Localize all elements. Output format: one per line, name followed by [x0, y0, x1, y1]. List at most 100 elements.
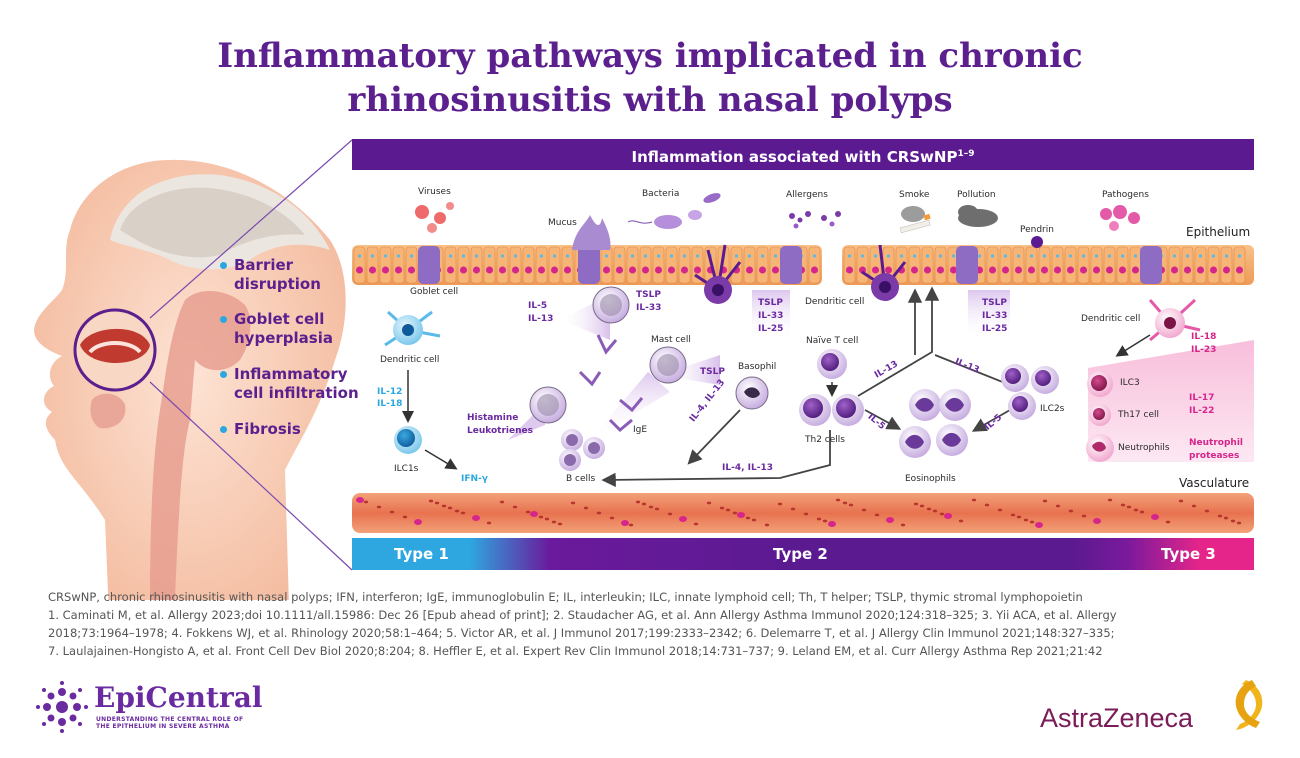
epithelial-nucleus [885, 266, 892, 274]
label-tslp: TSLP [636, 290, 661, 300]
ilc1-cell [394, 426, 422, 454]
label-neutrophils: Neutrophils [1118, 443, 1170, 453]
epithelial-granule [500, 254, 505, 258]
epithelial-cell [509, 246, 522, 284]
blood-cell [538, 515, 544, 519]
epithelial-nucleus [382, 266, 389, 274]
blood-cell [919, 504, 925, 508]
inflammation-banner: Inflammation associated with CRSwNP1–9 [352, 139, 1254, 170]
epithelial-cell [1038, 246, 1051, 284]
epithelial-granule [1081, 254, 1086, 258]
footnote-references-1: 1. Caminati M, et al. Allergy 2023;doi 1… [48, 608, 1117, 622]
epithelial-granule [847, 254, 852, 258]
blood-cell [861, 508, 867, 512]
epithelial-nucleus [512, 266, 519, 274]
blood-cell [1029, 520, 1035, 524]
label-ige: IgE [633, 425, 648, 435]
epithelial-granule [860, 254, 865, 258]
bullet-dot [220, 316, 227, 323]
label-dendritic-mid: Dendritic cell [805, 297, 865, 307]
epithelial-cell [483, 246, 496, 284]
label-il4-il13-horiz: IL-4, IL-13 [722, 463, 773, 473]
epithelial-nucleus [473, 266, 480, 274]
blood-cell [441, 504, 447, 508]
epithelial-cell [1194, 246, 1207, 284]
b-cells [559, 429, 605, 471]
blood-cell [1133, 508, 1139, 512]
epithelial-nucleus [1210, 266, 1217, 274]
tslp-cone-mid [752, 290, 790, 340]
blood-cell [472, 515, 480, 521]
epithelial-nucleus [1054, 266, 1061, 274]
epithelial-granule [912, 254, 917, 258]
epithelial-cell [934, 246, 947, 284]
epicentral-tagline-1: UNDERSTANDING THE CENTRAL ROLE OF [96, 716, 244, 723]
epithelial-nucleus [642, 266, 649, 274]
epithelial-cell [626, 246, 639, 284]
blood-cell [1165, 520, 1171, 524]
blood-cell [363, 500, 369, 504]
epithelial-cell [548, 246, 561, 284]
label-bacteria: Bacteria [642, 189, 680, 199]
bullet-dot [220, 262, 227, 269]
epithelial-nucleus [1067, 266, 1074, 274]
banner-text: Inflammation associated with CRSwNP [631, 148, 958, 166]
th2-cells [799, 394, 864, 426]
epithelial-nucleus [1132, 266, 1139, 274]
epithelial-nucleus [447, 266, 454, 274]
label-th2-cells: Th2 cells [805, 435, 845, 445]
epithelial-nucleus [525, 266, 532, 274]
label-tslp: TSLP [982, 298, 1007, 308]
epithelial-cell [999, 246, 1012, 284]
blood-cell [790, 507, 796, 511]
label-type2: Type 2 [773, 545, 828, 563]
banner-refs: 1–9 [957, 149, 975, 159]
blood-cell [1081, 514, 1087, 518]
blood-cell [1042, 499, 1048, 503]
epicentral-mark-icon [36, 681, 88, 733]
epithelial-granule [1107, 254, 1112, 258]
label-type1: Type 1 [394, 545, 449, 563]
epithelial-cell [353, 246, 366, 284]
epithelial-nucleus [616, 266, 623, 274]
epithelial-cell [769, 246, 782, 284]
label-il23: IL-23 [1191, 345, 1217, 355]
epithelial-granule [539, 254, 544, 258]
epithelial-cell [366, 246, 379, 284]
epicentral-logo: EpiCentral UNDERSTANDING THE CENTRAL ROL… [32, 680, 272, 734]
blood-cell [402, 515, 408, 519]
blood-cell [1230, 519, 1236, 523]
epithelial-cell [639, 246, 652, 284]
epithelial-granule [526, 254, 531, 258]
label-il17: IL-17 [1189, 393, 1215, 403]
label-dendritic-left: Dendritic cell [380, 355, 440, 365]
label-il13: IL-13 [528, 314, 554, 324]
epithelial-nucleus [564, 266, 571, 274]
epithelial-nucleus [1015, 266, 1022, 274]
epithelial-granule [396, 254, 401, 258]
label-ifn: IFN-γ [461, 474, 488, 484]
epithelial-cell [743, 246, 756, 284]
label-naive-t-cell: Naïve T cell [806, 336, 859, 346]
pathway-illustration [34, 139, 1254, 600]
blood-cell [525, 510, 531, 514]
epithelial-granule [409, 254, 414, 258]
blood-cell [900, 523, 906, 527]
epithelial-nucleus [603, 266, 610, 274]
label-basophil: Basophil [738, 362, 777, 372]
viruses-icon [415, 202, 454, 233]
blood-cell [679, 516, 687, 522]
epithelial-granule [682, 254, 687, 258]
blood-cell [822, 519, 828, 523]
blood-cell [913, 502, 919, 506]
blood-cell [621, 520, 629, 526]
epithelial-cell [856, 246, 869, 284]
blood-cell [635, 500, 641, 504]
smoke-icon [899, 206, 931, 234]
epithelial-granule [773, 254, 778, 258]
